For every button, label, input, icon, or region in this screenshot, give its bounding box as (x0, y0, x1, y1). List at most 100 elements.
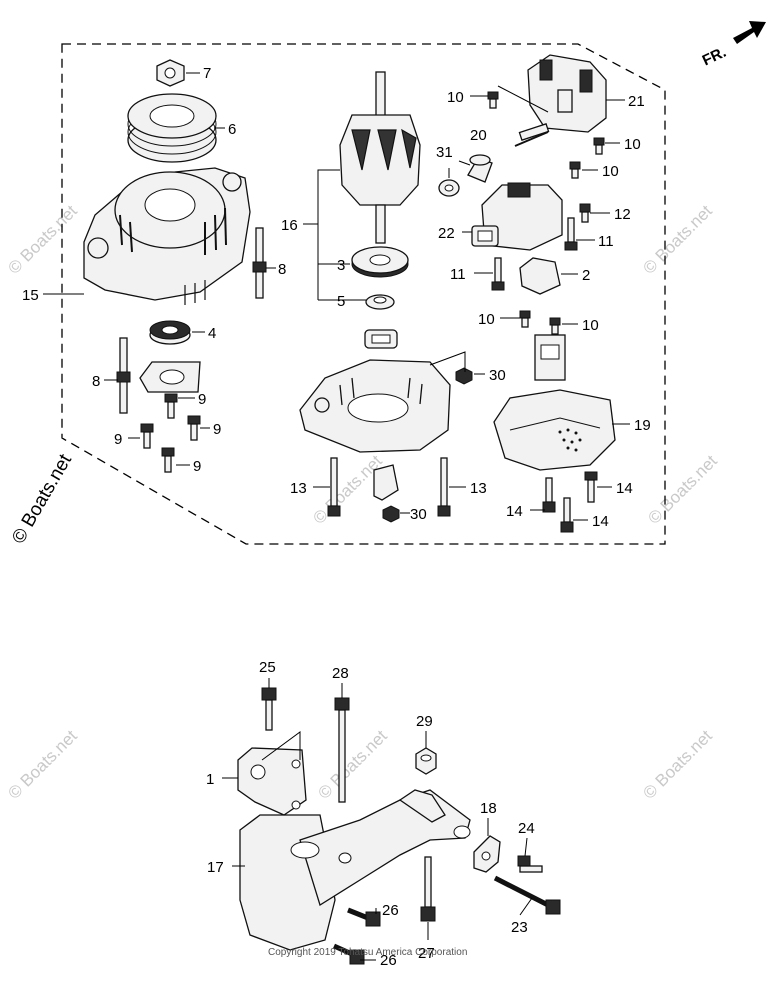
callout-21: 21 (628, 93, 645, 110)
screw-10-d (519, 310, 531, 328)
callout-24: 24 (518, 820, 535, 837)
bracket-17 (239, 789, 471, 951)
bolt-24 (517, 855, 543, 873)
nut-7 (156, 59, 185, 87)
callout-10-e: 10 (582, 317, 599, 334)
watermark-8: © Boats.net (8, 450, 76, 547)
callout-2: 2 (582, 267, 590, 284)
rotor-16 (339, 71, 421, 244)
nut-30-upper (455, 367, 473, 385)
bolt-27 (420, 856, 436, 922)
callout-8-lower: 8 (92, 373, 100, 390)
cap-20 (467, 154, 493, 183)
part-2 (519, 257, 561, 295)
callout-15: 15 (22, 287, 39, 304)
callout-12: 12 (614, 206, 631, 223)
bolt-13-left (327, 457, 341, 517)
bolt-13-right (437, 457, 451, 517)
nut-29 (415, 747, 437, 775)
rear-cover-19 (493, 334, 616, 471)
plate-1 (237, 747, 307, 816)
bearing-3 (351, 246, 409, 278)
screw-10-b (593, 137, 605, 155)
callout-9-b: 9 (213, 421, 221, 438)
bolt-25 (261, 687, 277, 731)
watermark-4: © Boats.net (644, 451, 721, 528)
callout-13-right: 13 (470, 480, 487, 497)
callout-1: 1 (206, 771, 214, 788)
callout-28: 28 (332, 665, 349, 682)
screw-10-c (569, 161, 581, 179)
callout-5: 5 (337, 293, 345, 310)
callout-20: 20 (470, 127, 487, 144)
screw-12 (579, 203, 591, 223)
callout-26-lower: 26 (380, 952, 397, 969)
brush-holder-21 (514, 54, 607, 147)
callout-30-lower: 30 (410, 506, 427, 523)
rear-frame (299, 329, 451, 453)
callout-10-a: 10 (447, 89, 464, 106)
callout-19: 19 (634, 417, 651, 434)
screw-14-c (560, 497, 574, 533)
callout-29: 29 (416, 713, 433, 730)
bearing-4 (149, 320, 191, 345)
callout-18: 18 (480, 800, 497, 817)
nut-30-lower (382, 505, 400, 523)
callout-6: 6 (228, 121, 236, 138)
front-label: FR. (700, 44, 729, 70)
callout-4: 4 (208, 325, 216, 342)
callout-17: 17 (207, 859, 224, 876)
screw-9-a (164, 393, 178, 419)
callout-31: 31 (436, 144, 453, 161)
front-direction-indicator: FR. (700, 21, 766, 69)
callout-10-c: 10 (602, 163, 619, 180)
screw-10-e (549, 317, 561, 335)
watermark-7: © Boats.net (639, 726, 716, 803)
copyright-text: Copyright 2019 Tohatsu America Corporati… (268, 947, 467, 958)
collar-5 (365, 294, 395, 310)
stud-bolt-8-lower (116, 337, 131, 414)
leader-lines (43, 72, 630, 961)
callout-9-d: 9 (193, 458, 201, 475)
terminal-bracket (373, 464, 399, 501)
watermark-5: © Boats.net (4, 726, 81, 803)
callout-25: 25 (259, 659, 276, 676)
callout-22: 22 (438, 225, 455, 242)
alternator-assembly-15 (83, 167, 251, 305)
callout-7: 7 (203, 65, 211, 82)
callout-9-c: 9 (114, 431, 122, 448)
front-arrow-icon (733, 21, 766, 44)
watermark-3: © Boats.net (639, 201, 716, 278)
callout-11-b: 11 (450, 266, 466, 283)
bolt-26-upper (347, 907, 381, 927)
screw-9-d (161, 447, 175, 473)
callouts: 7 6 15 8 4 8 9 9 9 9 16 3 5 10 21 20 31 … (22, 65, 651, 969)
callout-30-upper: 30 (489, 367, 506, 384)
screw-9-b (187, 415, 201, 441)
watermark-6: © Boats.net (314, 726, 391, 803)
callout-23: 23 (511, 919, 528, 936)
callout-8-upper: 8 (278, 261, 286, 278)
callout-3: 3 (337, 257, 345, 274)
pulley-6 (127, 93, 217, 163)
callout-10-d: 10 (478, 311, 495, 328)
stud-bolt-8-upper (252, 227, 267, 299)
regulator-22 (471, 182, 563, 251)
bracket-18 (473, 835, 501, 873)
callout-14-c: 14 (592, 513, 609, 530)
bolt-23 (493, 875, 561, 915)
watermark-1: © Boats.net (4, 201, 81, 278)
alternator-group-outline (61, 43, 666, 545)
callout-26-upper: 26 (382, 902, 399, 919)
screw-11-a (564, 217, 578, 251)
callout-9-a: 9 (198, 391, 206, 408)
screw-11-b (491, 257, 505, 291)
bearing-retainer-plate (139, 361, 201, 393)
callout-27: 27 (418, 945, 435, 962)
callout-13-left: 13 (290, 480, 307, 497)
callout-11-a: 11 (598, 233, 614, 250)
screw-9-c (140, 423, 154, 449)
screw-14-b (542, 477, 556, 513)
callout-14-b: 14 (506, 503, 523, 520)
